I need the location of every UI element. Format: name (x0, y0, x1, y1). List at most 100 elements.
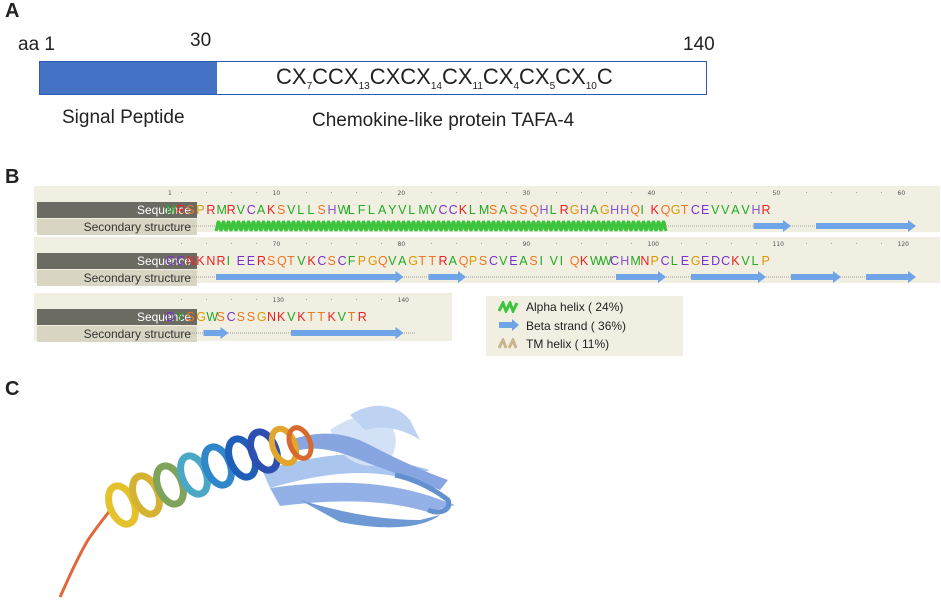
residue: I (640, 203, 647, 217)
beta-sheet-region (262, 405, 455, 528)
sequence-label: Sequence (37, 202, 197, 218)
domain-bar: CX7CCX13CXCX14CX11CX4CX5CX10C (39, 61, 707, 95)
residue: R (216, 254, 228, 268)
residue: C (448, 203, 461, 217)
residue: R (761, 203, 773, 217)
ruler-dot: · (355, 241, 358, 248)
beta-strand-element (753, 220, 791, 232)
residue: Q (377, 254, 391, 268)
residue: G (600, 203, 613, 217)
residue: C (721, 254, 733, 268)
residue: L (367, 203, 378, 217)
residue: H (327, 203, 339, 217)
motif-part: CX (555, 64, 586, 89)
legend-alpha-helix: Alpha helix ( 24%) (526, 300, 624, 314)
ruler-dot: · (480, 241, 483, 248)
residue: G (670, 203, 683, 217)
residue: S (509, 203, 520, 217)
residue: Q (529, 203, 542, 217)
motif-subscript: 11 (472, 81, 483, 92)
residue: Q (569, 254, 582, 268)
ruler-dot: · (230, 190, 233, 197)
ruler-tick-label: 100 (647, 241, 659, 248)
ruler-dot: · (230, 241, 233, 248)
residue: T (680, 203, 691, 217)
residue: P (357, 254, 369, 268)
ruler-dot: · (330, 190, 333, 197)
residue: F (357, 203, 368, 217)
residue: S (186, 203, 197, 217)
residue: W (600, 254, 615, 268)
residue: Q (660, 203, 673, 217)
ruler-dot: · (880, 190, 883, 197)
ruler-dot: · (805, 241, 808, 248)
residue: T (428, 254, 439, 268)
motif-subscript: 5 (549, 81, 556, 92)
residue: G (367, 254, 380, 268)
signal-peptide-segment (40, 62, 217, 94)
beta-strand-element (816, 220, 916, 232)
residue: C (660, 254, 673, 268)
residue: V (398, 203, 409, 217)
residue: N (266, 310, 279, 324)
ruler-tick-label: 70 (272, 241, 281, 248)
residue: G (256, 310, 269, 324)
ruler-dot: · (305, 241, 308, 248)
residue: C (246, 203, 259, 217)
residue: S (236, 310, 248, 324)
beta-strand-element (616, 271, 666, 283)
legend-tm-helix: TM helix ( 11%) (526, 337, 610, 351)
ruler-dot: · (755, 190, 758, 197)
ruler-dot: · (430, 241, 433, 248)
residue: L (670, 254, 681, 268)
residue: V (428, 203, 440, 217)
ruler-dot: · (880, 241, 883, 248)
ruler-dot: · (180, 241, 183, 248)
secondary-structure-label: Secondary structure (37, 219, 197, 235)
residue: S (489, 203, 500, 217)
residue: Q (630, 203, 643, 217)
beta-strand-element (428, 271, 466, 283)
ruler-tick-label: 60 (897, 190, 906, 197)
ruler-tick-label: 1 (168, 190, 172, 197)
residue: K (196, 254, 208, 268)
residue: S (216, 310, 228, 324)
ruler-tick-label: 120 (897, 241, 909, 248)
residue: S (266, 254, 278, 268)
residue: A (256, 203, 268, 217)
residue: V (388, 254, 399, 268)
residue: G (196, 310, 209, 324)
secondary-structure-track (166, 327, 416, 339)
residue: V (711, 203, 722, 217)
ruler-dot: · (605, 190, 608, 197)
ruler-dot: · (505, 190, 508, 197)
ruler-dot: · (180, 297, 183, 304)
motif-part: CXCX (369, 64, 431, 89)
residue: A (519, 254, 531, 268)
ruler-tick-label: 50 (772, 190, 781, 197)
ruler-dot: · (730, 190, 733, 197)
residue: A (398, 254, 409, 268)
secondary-structure-track (166, 271, 916, 283)
residue: R (559, 203, 572, 217)
residue: Y (388, 203, 399, 217)
residue: H (620, 254, 632, 268)
residue: M (216, 203, 230, 217)
residue: C (337, 254, 350, 268)
alpha-helix-region (105, 425, 314, 528)
residue: K (458, 203, 470, 217)
residue: C (690, 203, 703, 217)
residue: L (297, 203, 307, 217)
ruler-dot: · (705, 241, 708, 248)
residue: H (751, 203, 763, 217)
ruler-dot: · (380, 190, 383, 197)
beta-strand-element (791, 271, 841, 283)
ruler-dot: · (205, 190, 208, 197)
residue: K (731, 254, 742, 268)
residue: G (408, 254, 421, 268)
residue: H (620, 203, 632, 217)
residue: E (700, 254, 712, 268)
ruler-dot: · (255, 241, 258, 248)
